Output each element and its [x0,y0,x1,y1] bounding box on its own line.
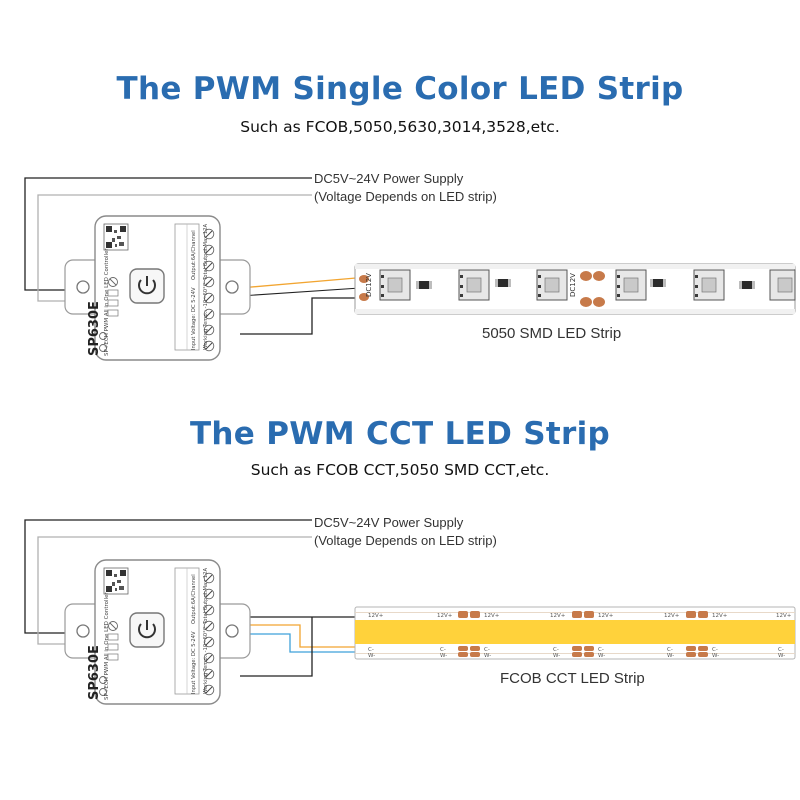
svg-text:Input Voltage: DC 5-24V: Input Voltage: DC 5-24V [191,287,197,350]
svg-text:W-: W- [778,653,785,659]
svg-text:C-: C- [778,647,784,653]
section1-led-strip: DC12V DC12V [354,263,796,315]
section2-strip-label: FCOB CCT LED Strip [500,670,645,687]
svg-text:12V+: 12V+ [437,613,453,619]
strip-pad-labels: 12V+ 12V+ 12V+ 12V+ 12V+ 12V+ 12V+ 12V+ … [368,613,792,659]
section1-title: The PWM Single Color LED Strip [116,71,684,107]
svg-text:Output:6A/Channel: Output:6A/Channel [191,574,197,624]
svg-text:SP+ECH PWM All in One LED Cont: SP+ECH PWM All in One LED Controller [104,592,110,700]
svg-text:C-: C- [440,647,446,653]
section1-power-note: DC5V~24V Power Supply (Voltage Depends o… [314,170,497,206]
svg-text:12V+: 12V+ [598,613,614,619]
section2-wires [24,519,356,677]
svg-text:Total Output:Max 12A: Total Output:Max 12A [203,567,209,625]
svg-text:12V+: 12V+ [550,613,566,619]
svg-text:Output:6A/Channel: Output:6A/Channel [191,230,197,280]
svg-text:12V+: 12V+ [484,613,500,619]
svg-text:12V+: 12V+ [664,613,680,619]
section1-controller-specs: Input Voltage: DC 5-24V Working Temp.: -… [191,223,209,350]
strip-copper-pads [458,611,708,657]
svg-text:DC12V: DC12V [365,273,373,297]
svg-text:C-: C- [712,647,718,653]
svg-text:SP630E: SP630E [87,301,102,356]
strip-voltage-mark-2: DC12V [569,273,577,297]
strip-voltage-mark-1: DC12V [365,273,373,297]
svg-text:12V+: 12V+ [712,613,728,619]
section2-led-strip: 12V+ 12V+ 12V+ 12V+ 12V+ 12V+ 12V+ 12V+ … [354,606,796,660]
svg-text:C-: C- [553,647,559,653]
section2-controller-specs: Input Voltage: DC 5-24V Working Temp.: -… [191,567,209,694]
section2-title: The PWM CCT LED Strip [189,416,611,452]
svg-text:C-: C- [368,647,374,653]
svg-text:12V+: 12V+ [368,613,384,619]
svg-text:Input Voltage: DC 5-24V: Input Voltage: DC 5-24V [191,631,197,694]
section2-power-line2: (Voltage Depends on LED strip) [314,533,497,548]
section1-subtitle: Such as FCOB,5050,5630,3014,3528,etc. [240,118,560,136]
section1-strip-label: 5050 SMD LED Strip [482,325,622,342]
section1-power-line1: DC5V~24V Power Supply [314,171,464,186]
svg-text:W-: W- [553,653,560,659]
section1-wires [24,177,361,335]
section2-power-note: DC5V~24V Power Supply (Voltage Depends o… [314,514,497,550]
svg-text:W-: W- [598,653,605,659]
section2-controller-model: SP630E SP+ECH PWM All in One LED Control… [87,592,110,700]
section1-power-line2: (Voltage Depends on LED strip) [314,189,497,204]
svg-text:SP630E: SP630E [87,645,102,700]
svg-text:W-: W- [368,653,375,659]
svg-text:W-: W- [440,653,447,659]
svg-text:W-: W- [667,653,674,659]
section2-power-line1: DC5V~24V Power Supply [314,515,464,530]
svg-text:Working Temp.: -10~60°C: Working Temp.: -10~60°C [203,282,209,350]
section1-controller-model: SP630E SP+ECH PWM All in One LED Control… [87,248,110,356]
svg-text:SP+ECH PWM All in One LED Cont: SP+ECH PWM All in One LED Controller [104,248,110,356]
svg-text:Working Temp.: -10~60°C: Working Temp.: -10~60°C [203,626,209,694]
svg-text:W-: W- [712,653,719,659]
section2-subtitle: Such as FCOB CCT,5050 SMD CCT,etc. [250,461,550,479]
svg-text:W-: W- [484,653,491,659]
svg-text:C-: C- [598,647,604,653]
svg-text:C-: C- [667,647,673,653]
svg-text:DC12V: DC12V [569,273,577,297]
svg-text:C-: C- [484,647,490,653]
svg-text:12V+: 12V+ [776,613,792,619]
svg-text:Total Output:Max 12A: Total Output:Max 12A [203,223,209,281]
